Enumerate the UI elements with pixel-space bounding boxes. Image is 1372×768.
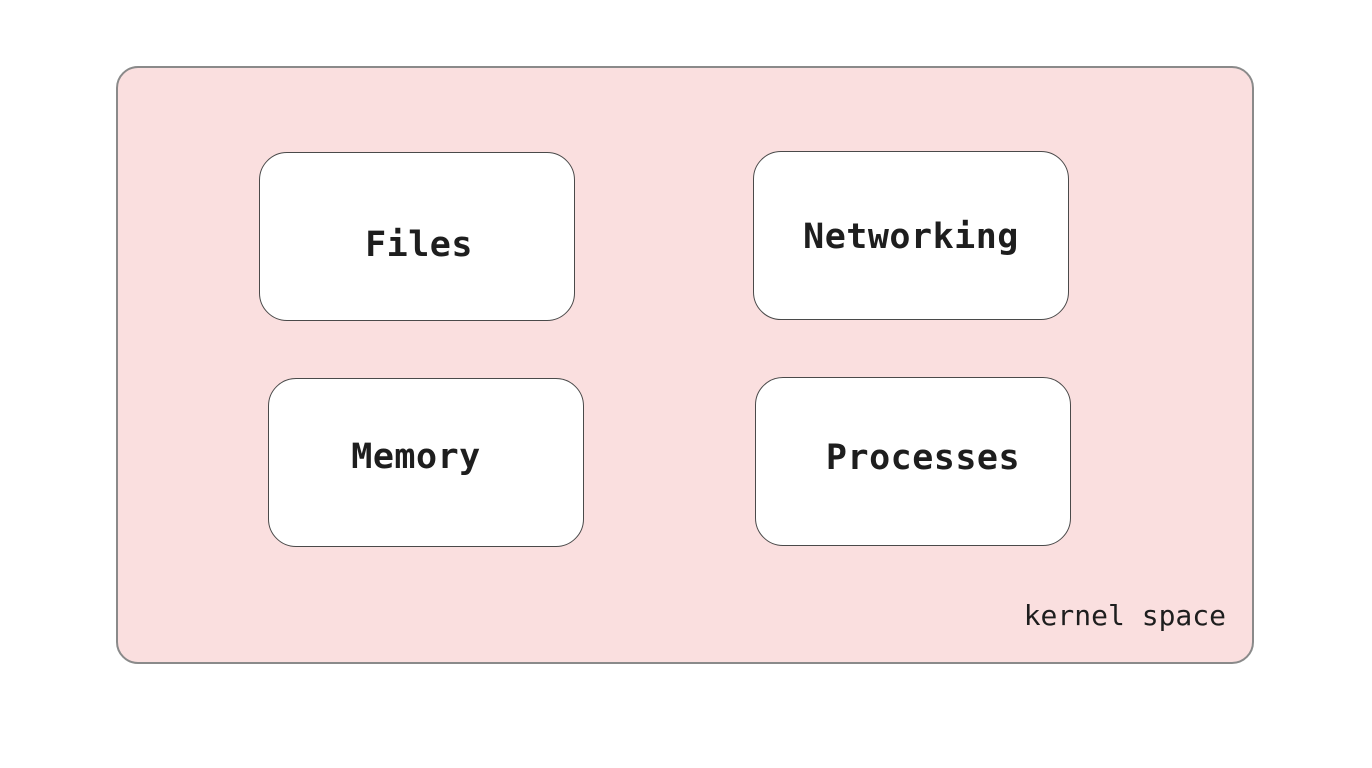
kernel-space-label: kernel space	[1023, 599, 1226, 632]
memory-node: Memory	[268, 378, 584, 547]
processes-node: Processes	[755, 377, 1071, 546]
networking-label: Networking	[803, 216, 1019, 257]
processes-label: Processes	[825, 437, 1021, 478]
memory-label: Memory	[351, 436, 481, 477]
networking-node: Networking	[753, 151, 1069, 320]
files-node: Files	[259, 152, 575, 321]
files-label: Files	[365, 224, 473, 265]
